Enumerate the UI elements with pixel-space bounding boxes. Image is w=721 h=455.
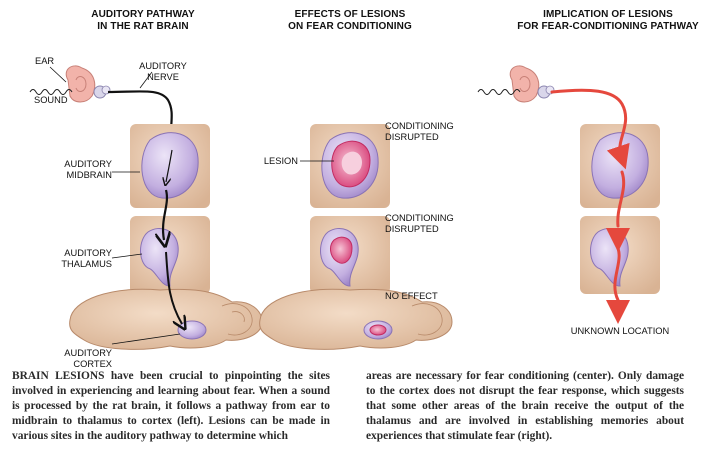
midbrain-tissue bbox=[130, 124, 210, 208]
right-panel bbox=[477, 65, 660, 324]
auditory-midbrain-label: AUDITORY MIDBRAIN bbox=[64, 159, 112, 180]
center-panel bbox=[259, 124, 453, 350]
lesion-label: LESION bbox=[263, 156, 298, 166]
left-panel bbox=[29, 65, 263, 350]
fear-pathway-arrowhead-1 bbox=[606, 142, 630, 170]
nerve-leader bbox=[139, 71, 153, 89]
midbrain-lesion-tissue bbox=[310, 124, 390, 208]
left-panel-title: AUDITORY PATHWAY IN THE RAT BRAIN bbox=[91, 9, 195, 32]
sound-wave-right bbox=[477, 89, 521, 95]
midbrain-tissue-right bbox=[580, 124, 660, 208]
ear-illustration bbox=[65, 65, 111, 103]
thalamus-lesion-tissue bbox=[310, 216, 390, 294]
thalamus-leader bbox=[111, 253, 143, 259]
result-thalamus-label: CONDITIONING DISRUPTED bbox=[385, 213, 454, 234]
right-panel-title: IMPLICATION OF LESIONS FOR FEAR-CONDITIO… bbox=[517, 9, 699, 32]
caption-column-2: areas are necessary for fear conditionin… bbox=[366, 370, 684, 443]
thalamus-tissue bbox=[130, 216, 210, 294]
sound-wave bbox=[29, 89, 73, 95]
midbrain-to-thalamus bbox=[163, 189, 167, 240]
auditory-nerve-label: AUDITORY NERVE bbox=[139, 61, 187, 82]
result-midbrain-label: CONDITIONING DISRUPTED bbox=[385, 121, 454, 142]
center-panel-title: EFFECTS OF LESIONS ON FEAR CONDITIONING bbox=[288, 9, 412, 32]
rat-brain-left bbox=[69, 288, 263, 350]
sound-label: SOUND bbox=[34, 95, 68, 105]
caption-column-1: BRAIN LESIONS have been crucial to pinpo… bbox=[12, 370, 330, 443]
auditory-cortex-label: AUDITORY CORTEX bbox=[64, 348, 112, 369]
thalamus-to-cortex bbox=[165, 251, 182, 324]
unknown-location-label: UNKNOWN LOCATION bbox=[570, 326, 670, 336]
auditory-thalamus-label: AUDITORY THALAMUS bbox=[61, 248, 112, 269]
rat-brain-center bbox=[259, 288, 453, 350]
ear-label: EAR bbox=[35, 56, 55, 66]
nerve-to-midbrain bbox=[166, 149, 173, 182]
result-cortex-label: NO EFFECT bbox=[385, 291, 438, 301]
ear-leader bbox=[49, 66, 67, 83]
ear-illustration-right bbox=[509, 65, 555, 103]
cortex-leader bbox=[111, 333, 181, 345]
